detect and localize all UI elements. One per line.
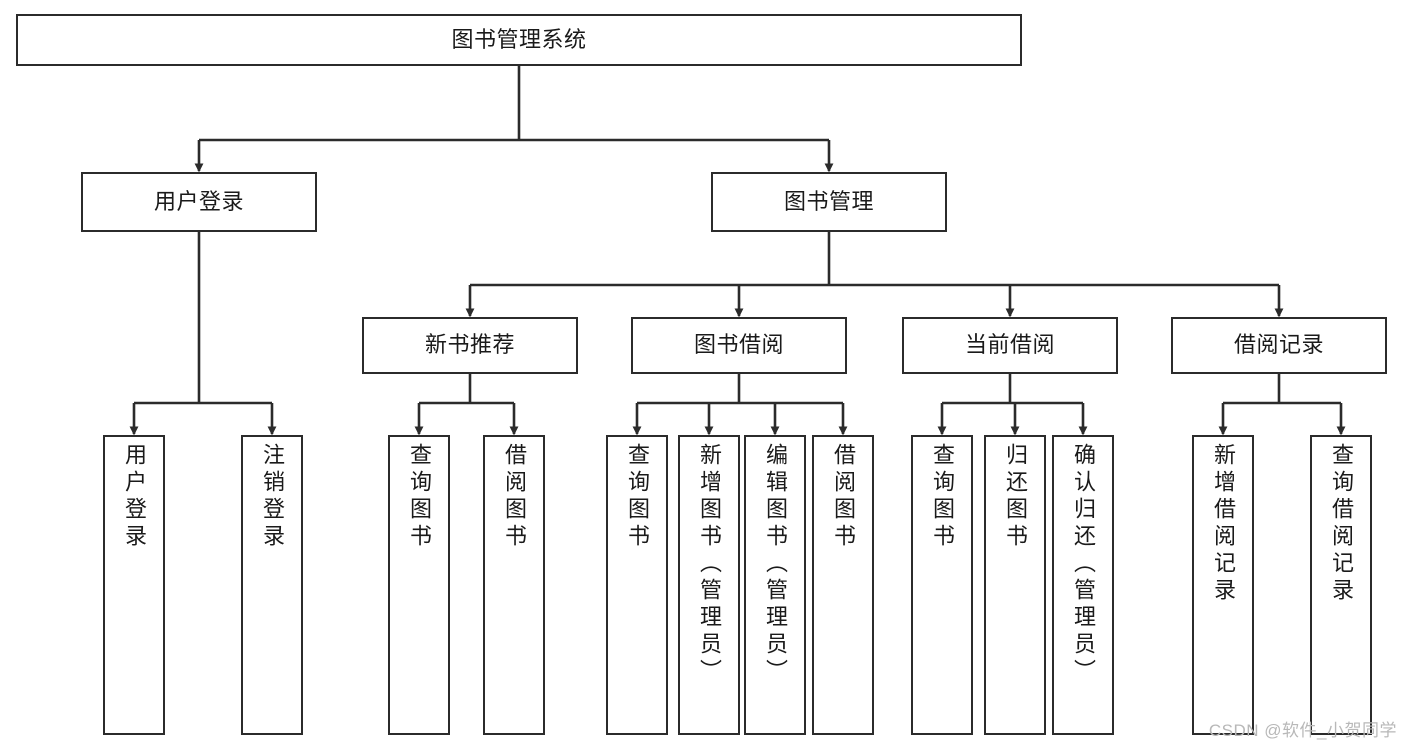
node-bookmgmt[interactable]: 图书管理 [711,172,947,232]
node-newbook[interactable]: 新书推荐 [362,317,578,374]
node-l-queryrec[interactable]: 查询借阅记录 [1310,435,1372,735]
node-label-login: 用户登录 [153,188,244,214]
node-label-l-returnbk: 归还图书 [1003,443,1028,551]
node-label-records: 借阅记录 [1233,332,1324,358]
node-l-confirm[interactable]: 确认归还（管理员） [1052,435,1114,735]
node-label-borrow: 图书借阅 [693,332,784,358]
node-l-querybk3[interactable]: 查询图书 [911,435,973,735]
node-label-l-querybk2: 查询图书 [625,443,650,551]
node-l-addrec[interactable]: 新增借阅记录 [1192,435,1254,735]
node-label-l-borrowbk1: 借阅图书 [502,443,527,551]
node-label-l-logout: 注销登录 [260,443,285,551]
node-borrow[interactable]: 图书借阅 [631,317,847,374]
node-label-l-querybk1: 查询图书 [407,443,432,551]
node-records[interactable]: 借阅记录 [1171,317,1387,374]
node-l-addbook[interactable]: 新增图书（管理员） [678,435,740,735]
node-label-l-userlogin: 用户登录 [122,443,147,551]
node-label-l-queryrec: 查询借阅记录 [1329,443,1354,605]
node-label-l-addrec: 新增借阅记录 [1211,443,1236,605]
node-label-l-editbook: 编辑图书（管理员） [763,443,788,686]
node-label-current: 当前借阅 [964,332,1055,358]
node-l-logout[interactable]: 注销登录 [241,435,303,735]
node-l-userlogin[interactable]: 用户登录 [103,435,165,735]
node-current[interactable]: 当前借阅 [902,317,1118,374]
node-l-borrowbk2[interactable]: 借阅图书 [812,435,874,735]
csdn-watermark: CSDN @软件_小贺同学 [1208,721,1397,740]
node-l-borrowbk1[interactable]: 借阅图书 [483,435,545,735]
node-label-l-querybk3: 查询图书 [930,443,955,551]
node-root[interactable]: 图书管理系统 [16,14,1022,66]
node-label-root: 图书管理系统 [451,26,587,52]
node-label-l-addbook: 新增图书（管理员） [697,443,722,686]
node-label-bookmgmt: 图书管理 [783,188,874,214]
node-label-l-borrowbk2: 借阅图书 [831,443,856,551]
node-l-returnbk[interactable]: 归还图书 [984,435,1046,735]
node-l-querybk1[interactable]: 查询图书 [388,435,450,735]
node-login[interactable]: 用户登录 [81,172,317,232]
node-l-querybk2[interactable]: 查询图书 [606,435,668,735]
node-label-newbook: 新书推荐 [424,332,515,358]
node-l-editbook[interactable]: 编辑图书（管理员） [744,435,806,735]
node-label-l-confirm: 确认归还（管理员） [1071,443,1096,686]
